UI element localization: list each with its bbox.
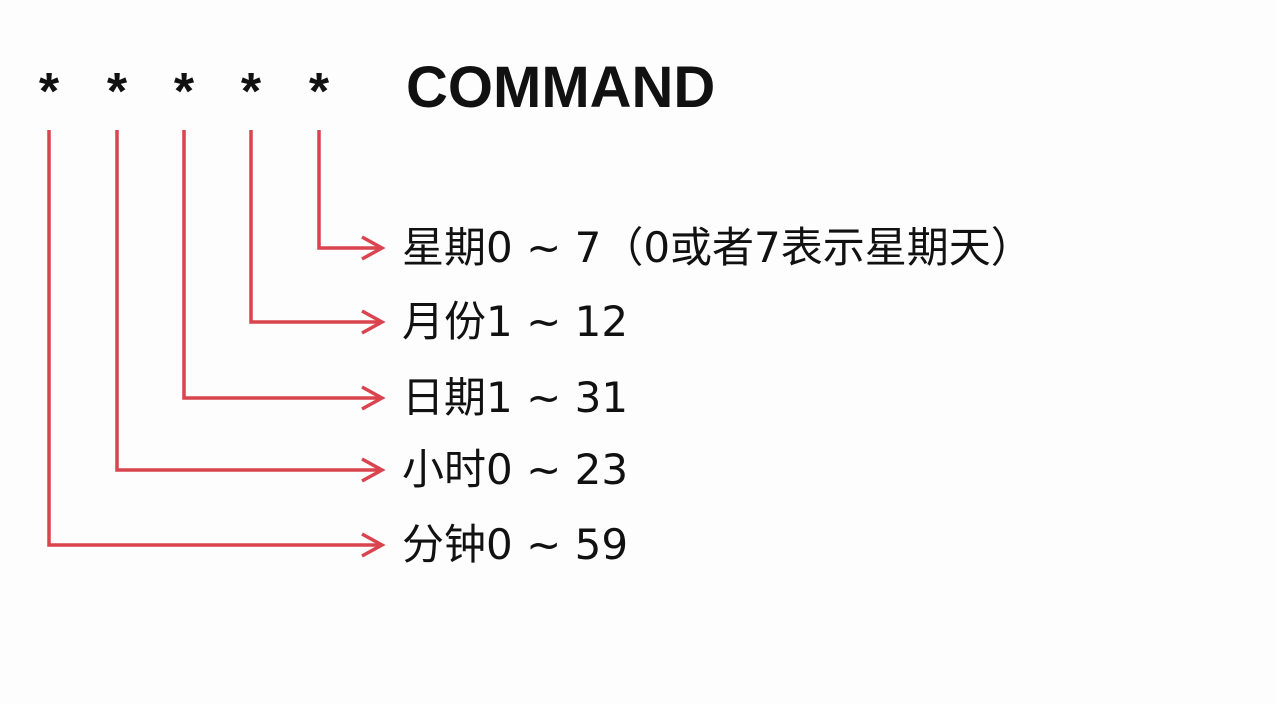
connector-line — [115, 130, 380, 472]
arrowhead-icon — [361, 532, 386, 558]
weekday-label: 星期0 ~ 7（0或者7表示星期天） — [402, 223, 1033, 272]
minute-label: 分钟0 ~ 59 — [402, 520, 629, 569]
hour-field-star: * — [106, 63, 128, 121]
connector-line — [317, 130, 380, 250]
arrowhead-icon — [361, 457, 386, 483]
connector-line — [182, 130, 380, 400]
command-label: COMMAND — [406, 55, 716, 120]
day-label: 日期1 ~ 31 — [402, 373, 629, 422]
connector-line — [47, 130, 380, 547]
month-label: 月份1 ~ 12 — [402, 297, 629, 346]
month-field-star: * — [240, 63, 262, 121]
arrowhead-icon — [361, 235, 386, 261]
hour-label: 小时0 ~ 23 — [402, 445, 629, 494]
day-field-star: * — [173, 63, 195, 121]
arrowhead-icon — [361, 385, 386, 411]
connector-line — [249, 130, 380, 324]
minute-field-star: * — [38, 63, 60, 121]
weekday-field-star: * — [308, 63, 330, 121]
arrowhead-icon — [361, 309, 386, 335]
